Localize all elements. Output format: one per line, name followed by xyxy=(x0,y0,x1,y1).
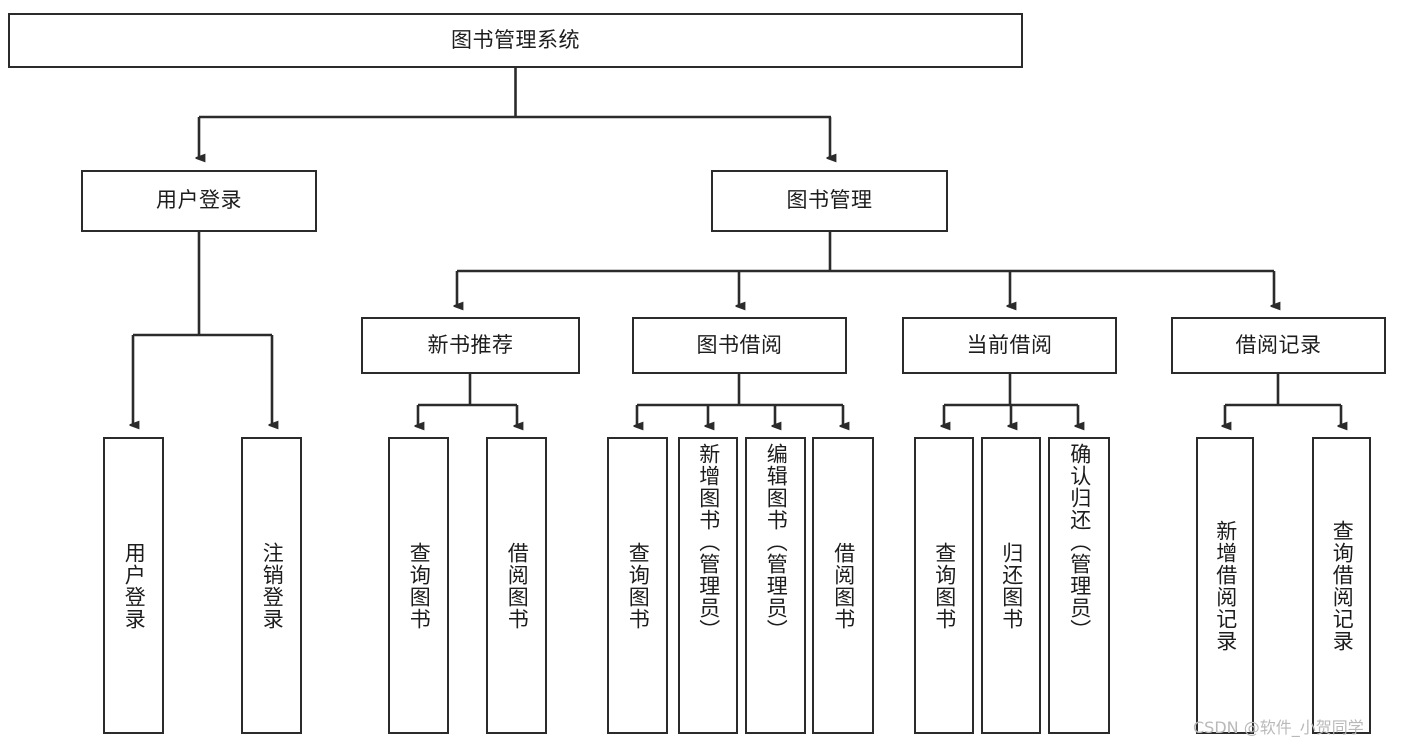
leaf-query-book-recommend[interactable]: 查询图书 xyxy=(388,437,449,734)
node-user-login[interactable]: 用户登录 xyxy=(81,170,317,232)
leaf-add-borrow-record[interactable]: 新增借阅记录 xyxy=(1196,437,1254,734)
leaf-user-login-label: 用户登录 xyxy=(122,541,147,630)
leaf-add-book[interactable]: 新增图书（管理员） xyxy=(678,437,738,734)
leaf-confirm-return-label: 确认归还（管理员） xyxy=(1067,443,1092,641)
leaf-logout-label: 注销登录 xyxy=(260,541,285,630)
leaf-edit-book[interactable]: 编辑图书（管理员） xyxy=(745,437,806,734)
leaf-borrow-book[interactable]: 借阅图书 xyxy=(812,437,874,734)
leaf-query-book-recommend-label: 查询图书 xyxy=(407,541,432,630)
leaf-return-book[interactable]: 归还图书 xyxy=(981,437,1041,734)
leaf-user-login[interactable]: 用户登录 xyxy=(103,437,164,734)
leaf-query-book-borrow[interactable]: 查询图书 xyxy=(607,437,668,734)
node-root[interactable]: 图书管理系统 xyxy=(8,13,1023,68)
leaf-add-book-label: 新增图书（管理员） xyxy=(696,443,721,641)
leaf-query-book-current-label: 查询图书 xyxy=(932,541,957,630)
node-book-management[interactable]: 图书管理 xyxy=(711,170,948,232)
node-book-borrow[interactable]: 图书借阅 xyxy=(632,317,847,374)
leaf-borrow-book-recommend-label: 借阅图书 xyxy=(505,541,530,630)
leaf-query-book-borrow-label: 查询图书 xyxy=(626,541,651,630)
leaf-borrow-book-label: 借阅图书 xyxy=(831,541,856,630)
leaf-edit-book-label: 编辑图书（管理员） xyxy=(764,443,789,641)
node-current-borrow-label: 当前借阅 xyxy=(966,332,1053,357)
node-book-borrow-label: 图书借阅 xyxy=(696,332,783,357)
node-new-book-recommend-label: 新书推荐 xyxy=(427,332,514,357)
leaf-confirm-return[interactable]: 确认归还（管理员） xyxy=(1048,437,1110,734)
node-root-label: 图书管理系统 xyxy=(451,27,580,52)
node-new-book-recommend[interactable]: 新书推荐 xyxy=(361,317,580,374)
node-book-management-label: 图书管理 xyxy=(786,188,873,213)
node-borrow-record-label: 借阅记录 xyxy=(1235,332,1322,357)
leaf-query-borrow-record-label: 查询借阅记录 xyxy=(1330,519,1355,652)
leaf-logout[interactable]: 注销登录 xyxy=(241,437,302,734)
leaf-borrow-book-recommend[interactable]: 借阅图书 xyxy=(486,437,547,734)
leaf-query-book-current[interactable]: 查询图书 xyxy=(914,437,974,734)
leaf-query-borrow-record[interactable]: 查询借阅记录 xyxy=(1312,437,1371,734)
node-user-login-label: 用户登录 xyxy=(156,188,242,213)
node-borrow-record[interactable]: 借阅记录 xyxy=(1171,317,1386,374)
node-current-borrow[interactable]: 当前借阅 xyxy=(902,317,1117,374)
leaf-return-book-label: 归还图书 xyxy=(999,541,1024,630)
leaf-add-borrow-record-label: 新增借阅记录 xyxy=(1213,519,1238,652)
